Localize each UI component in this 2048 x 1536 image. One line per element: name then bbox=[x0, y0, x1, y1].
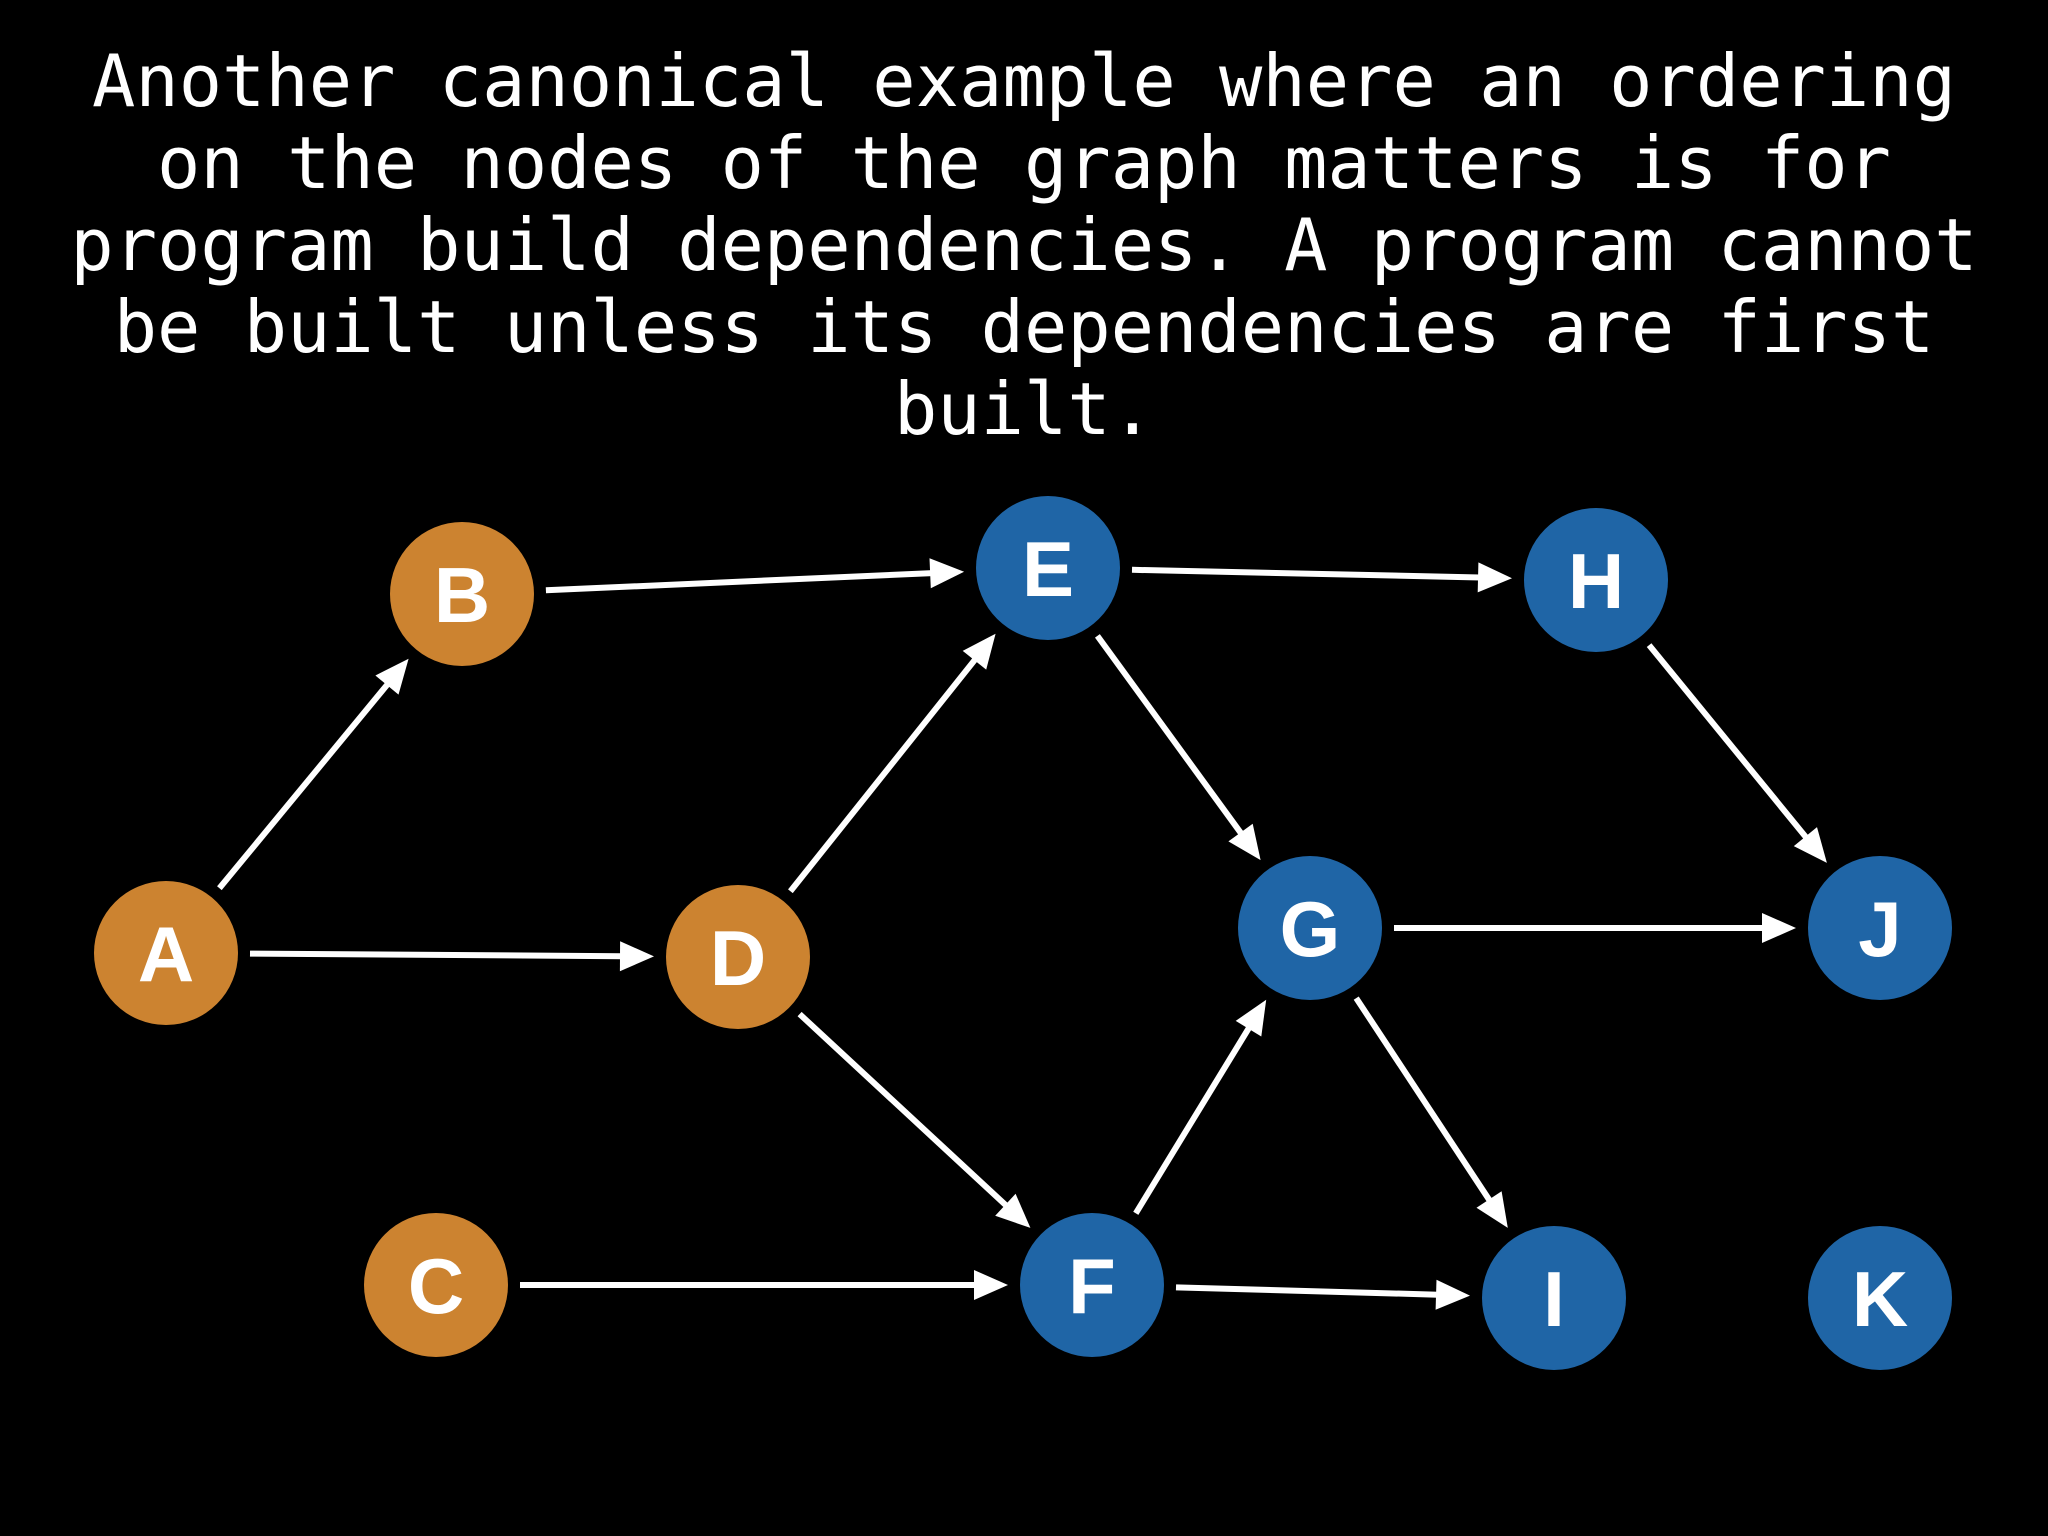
node-j: J bbox=[1808, 856, 1952, 1000]
node-label: C bbox=[408, 1242, 464, 1330]
edge-c-f bbox=[520, 1270, 1008, 1300]
node-circle bbox=[1808, 1226, 1952, 1370]
node-circle bbox=[1482, 1226, 1626, 1370]
edge-line bbox=[1646, 643, 1810, 840]
node-circle bbox=[364, 1213, 508, 1357]
arrowhead bbox=[1477, 562, 1512, 593]
node-h: H bbox=[1524, 508, 1668, 652]
edge-line bbox=[217, 681, 391, 891]
node-g: G bbox=[1238, 856, 1382, 1000]
node-label: E bbox=[1022, 525, 1074, 613]
node-label: H bbox=[1568, 537, 1624, 625]
node-label: I bbox=[1543, 1255, 1565, 1343]
node-b: B bbox=[390, 522, 534, 666]
arrowhead bbox=[1793, 827, 1827, 863]
edge-d-e bbox=[788, 633, 996, 894]
edge-f-i bbox=[1175, 1279, 1470, 1310]
edge-line bbox=[1131, 566, 1481, 581]
node-circle bbox=[390, 522, 534, 666]
edge-line bbox=[249, 950, 623, 960]
edge-f-g bbox=[1133, 999, 1267, 1215]
arrowhead bbox=[1235, 999, 1267, 1037]
graph-edges bbox=[217, 558, 1827, 1310]
arrowhead bbox=[974, 1270, 1008, 1300]
node-c: C bbox=[364, 1213, 508, 1357]
node-circle bbox=[1020, 1213, 1164, 1357]
node-circle bbox=[666, 885, 810, 1029]
node-label: D bbox=[710, 914, 766, 1002]
node-e: E bbox=[976, 496, 1120, 640]
slide-caption: Another canonical example where an order… bbox=[70, 39, 1978, 451]
node-circle bbox=[94, 881, 238, 1025]
arrowhead bbox=[375, 658, 409, 695]
edge-line bbox=[1094, 634, 1245, 836]
edge-d-f bbox=[797, 1011, 1031, 1228]
node-label: B bbox=[434, 551, 490, 639]
node-i: I bbox=[1482, 1226, 1626, 1370]
edge-e-h bbox=[1131, 562, 1512, 593]
arrowhead bbox=[1435, 1279, 1470, 1310]
edge-line bbox=[797, 1011, 1009, 1209]
edge-line bbox=[1175, 1284, 1439, 1298]
node-d: D bbox=[666, 885, 810, 1029]
arrowhead bbox=[1228, 823, 1261, 861]
arrowhead bbox=[995, 1193, 1031, 1228]
edge-g-i bbox=[1353, 996, 1508, 1228]
node-circle bbox=[1524, 508, 1668, 652]
edge-a-d bbox=[249, 941, 654, 972]
edge-line bbox=[1133, 1025, 1253, 1215]
edge-b-e bbox=[545, 558, 965, 594]
node-label: F bbox=[1068, 1242, 1116, 1330]
edge-line bbox=[1353, 996, 1493, 1203]
edge-line bbox=[788, 656, 979, 894]
node-label: G bbox=[1280, 885, 1341, 973]
edge-line bbox=[545, 570, 933, 594]
arrowhead bbox=[1762, 913, 1796, 943]
edge-e-g bbox=[1094, 634, 1261, 861]
arrowhead bbox=[619, 941, 654, 972]
arrowhead bbox=[1476, 1191, 1508, 1228]
node-label: K bbox=[1852, 1255, 1908, 1343]
node-label: J bbox=[1858, 885, 1901, 973]
edge-g-j bbox=[1394, 913, 1796, 943]
node-a: A bbox=[94, 881, 238, 1025]
node-f: F bbox=[1020, 1213, 1164, 1357]
edge-a-b bbox=[217, 658, 409, 891]
node-circle bbox=[1238, 856, 1382, 1000]
arrowhead bbox=[962, 633, 996, 670]
graph-nodes: A B C D E F G H I J K bbox=[94, 496, 1952, 1370]
node-label: A bbox=[138, 910, 194, 998]
edge-h-j bbox=[1646, 643, 1827, 863]
node-k: K bbox=[1808, 1226, 1952, 1370]
node-circle bbox=[976, 496, 1120, 640]
node-circle bbox=[1808, 856, 1952, 1000]
arrowhead bbox=[929, 558, 965, 589]
